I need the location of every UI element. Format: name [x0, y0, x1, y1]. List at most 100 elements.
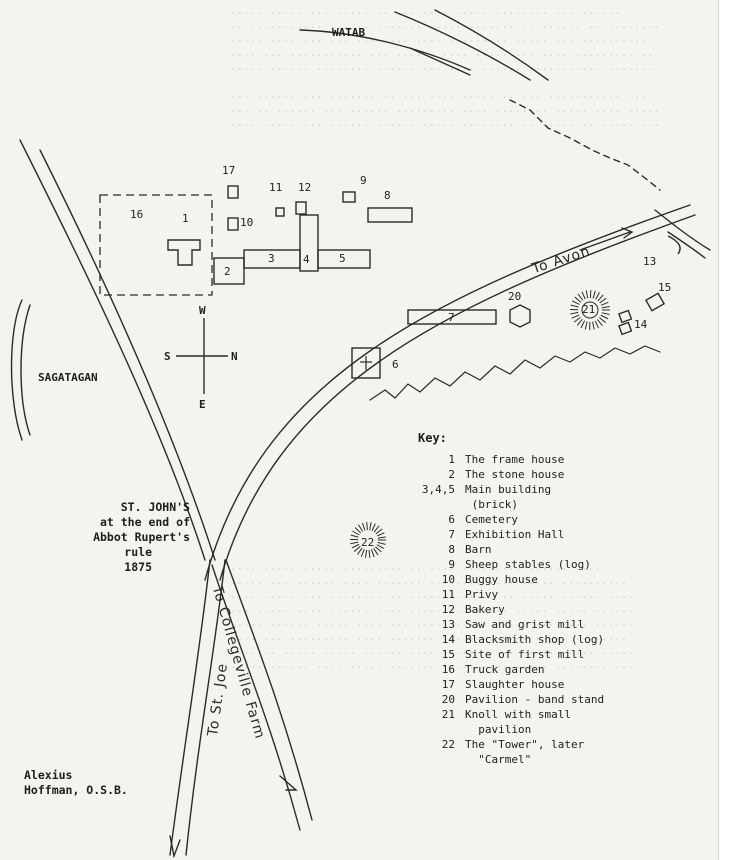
hachure-tick: [352, 530, 360, 536]
road-northwest-2: [39, 149, 216, 561]
title-line: Abbot Rupert's: [93, 530, 190, 544]
key-item-number: 9: [448, 558, 455, 571]
avon-arrow: [579, 231, 631, 251]
hachure-tick: [574, 296, 582, 303]
hachure-tick: [354, 527, 362, 534]
compass-south: S: [164, 350, 171, 363]
hachure-tick: [592, 321, 595, 330]
building-10-buggy-house: [227, 217, 239, 231]
hachure-tick: [377, 541, 386, 545]
key-item-label: Knoll with small: [465, 708, 571, 721]
hachure-tick: [360, 549, 365, 557]
arrow-farm: [279, 775, 298, 791]
key-item-number: 14: [441, 633, 455, 646]
building-12-bakery: [295, 201, 307, 215]
key-item-number: 17: [441, 678, 455, 691]
key-item-number: 7: [448, 528, 455, 541]
key-item-number: [408, 497, 465, 512]
hachure-tick: [377, 536, 386, 539]
key-item-label: Truck garden: [465, 663, 545, 676]
key-item-label: Privy: [465, 588, 499, 601]
key-item-label: Slaughter house: [465, 678, 565, 691]
key-item-label: Sheep stables (log): [465, 558, 591, 571]
hachure-tick: [584, 321, 588, 330]
building-17-slaughter-house: [227, 185, 239, 199]
hachure-tick: [601, 312, 610, 315]
hachure-tick: [350, 541, 359, 545]
building-number-7: 7: [448, 311, 455, 324]
compass-west: W: [199, 304, 206, 317]
key-item-number: 16: [441, 663, 455, 676]
hachure-tick: [357, 547, 363, 555]
hachure-tick: [581, 291, 586, 300]
key-item: pavilion: [408, 722, 708, 737]
hachure-tick: [570, 304, 579, 308]
key-item-label: Site of first mill: [465, 648, 585, 661]
key-item-number: 20: [441, 693, 455, 706]
building-number-12: 12: [298, 181, 312, 194]
avon-arrow-head: [621, 227, 634, 239]
key-item-label: Main building: [465, 483, 552, 496]
building-number-8: 8: [384, 189, 391, 202]
hachure-tick: [597, 294, 604, 302]
key-item-label: Cemetery: [465, 513, 518, 526]
hachure-tick: [600, 314, 609, 320]
key-item: "Carmel": [408, 752, 708, 767]
building-number-10: 10: [240, 216, 254, 229]
key-item-label: The stone house: [465, 468, 565, 481]
hachure-tick: [375, 546, 382, 553]
building-number-13: 13: [643, 255, 657, 268]
key-item: 22 The "Tower", later: [408, 737, 708, 752]
building-number-22: 22: [361, 536, 375, 549]
hachure-tick: [376, 544, 385, 549]
key-item-number: 1: [448, 453, 455, 466]
hillside-ridge: [369, 345, 661, 401]
key-item-label: Exhibition Hall: [465, 528, 565, 541]
title-line: at the end of: [99, 515, 190, 529]
hachure-tick: [570, 311, 579, 315]
compass-east: E: [199, 398, 206, 411]
building-8-barn: [367, 207, 413, 223]
road-watab-3: [434, 9, 549, 81]
building-6-cemetery: [351, 347, 381, 379]
compass-north: N: [231, 350, 238, 363]
key-item-number: [408, 752, 465, 767]
key-item-label: pavilion: [465, 723, 532, 736]
bleed-through-text: ..... ..... ... ..... .. ... .... ..... …: [230, 4, 661, 129]
key-item-label: Barn: [465, 543, 492, 556]
map-title: ST. JOHN'S at the end of Abbot Rupert's …: [40, 500, 190, 575]
building-20-pavilion: [509, 304, 531, 328]
lake-shore-2: [20, 304, 31, 436]
key-item-label: (brick): [465, 498, 518, 511]
key-item: (brick): [408, 497, 708, 512]
key-item-number: 15: [441, 648, 455, 661]
hachure-tick: [571, 314, 580, 319]
hill-edge: [509, 99, 661, 191]
hachure-tick: [371, 523, 376, 532]
building-number-3: 3: [268, 252, 275, 265]
hachure-tick: [364, 549, 368, 558]
building-15-first-mill-site: [644, 292, 666, 312]
building-5: [317, 249, 371, 269]
key-item-label: The "Tower", later: [465, 738, 585, 751]
building-number-15: 15: [658, 281, 672, 294]
place-label-watab: WATAB: [332, 26, 366, 39]
hachure-tick: [361, 522, 366, 531]
hachure-tick: [599, 317, 606, 323]
building-number-11: 11: [269, 181, 283, 194]
road-avon-1: [204, 204, 691, 581]
key-item-number: 22: [441, 738, 455, 751]
building-number-16: 16: [130, 208, 144, 221]
building-14-blacksmith-a: [618, 309, 633, 324]
key-item: 15 Site of first mill: [408, 647, 708, 662]
building-1-frame-house: [167, 239, 201, 266]
title-line: rule: [124, 545, 152, 559]
